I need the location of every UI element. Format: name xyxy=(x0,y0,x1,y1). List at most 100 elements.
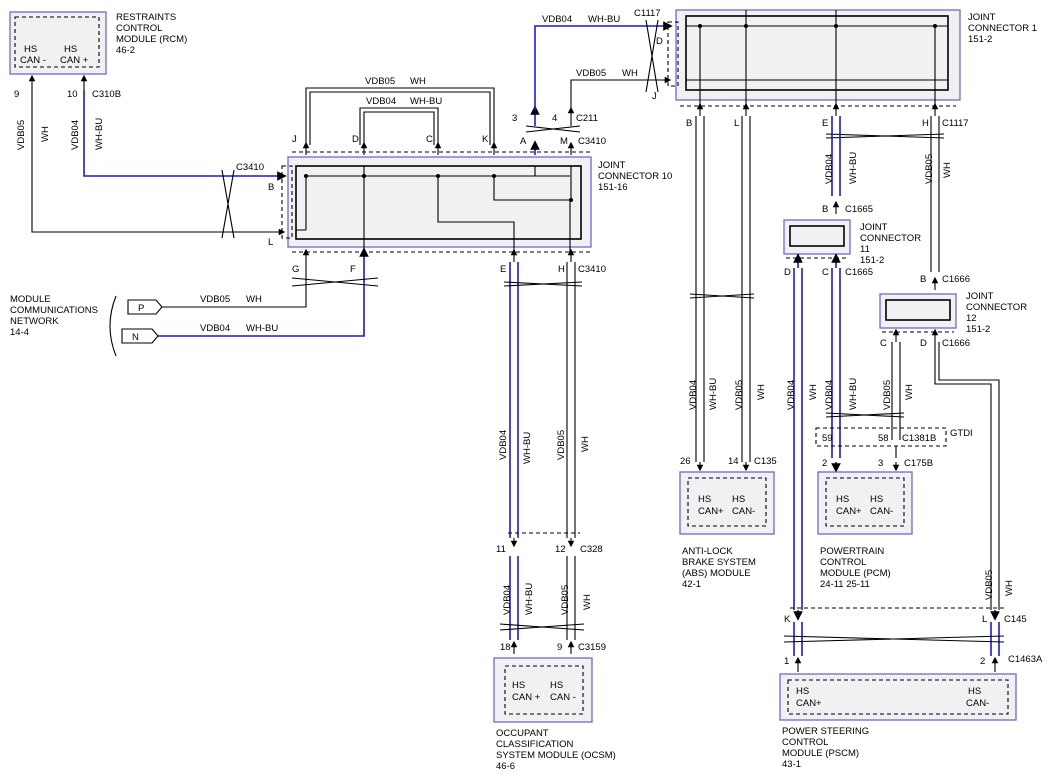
wire-label: VDB05 xyxy=(882,380,893,410)
jc1-title: 151-2 xyxy=(968,34,992,45)
abs-module: HS CAN+ HS CAN- ANTI-LOCK BRAKE SYSTEM (… xyxy=(679,471,775,590)
pin-label: K xyxy=(784,614,791,625)
pin-label: B xyxy=(268,182,274,193)
pin-label: K xyxy=(482,134,489,145)
wire-label: VDB04 xyxy=(824,380,835,410)
jc12-title: CONNECTOR xyxy=(966,302,1027,313)
pin-label: L xyxy=(268,237,273,248)
pin-label: H xyxy=(922,118,929,129)
ocsm-pin-label: CAN + xyxy=(512,692,541,703)
jc12-title: 151-2 xyxy=(966,324,990,335)
wire-label: WH-BU xyxy=(410,96,442,107)
jc11-title: CONNECTOR xyxy=(860,233,921,244)
jc11-title: 151-2 xyxy=(860,255,884,266)
pin-label: 2 xyxy=(980,656,985,667)
mcn-title: MODULE xyxy=(10,294,51,305)
connector-label: C1665 xyxy=(845,204,873,215)
pin-label: 12 xyxy=(555,544,566,555)
wire-label: VDB04 xyxy=(200,323,230,334)
connector-label: C1666 xyxy=(942,274,970,285)
connector-label: C1381B xyxy=(902,433,936,444)
joint-connector-11: JOINT CONNECTOR 11 151-2 xyxy=(783,219,921,266)
rcm-pin-label: CAN - xyxy=(20,55,46,66)
ocsm-pin-label: CAN - xyxy=(550,692,576,703)
wire-label: WH xyxy=(582,594,593,610)
joint-connector-12: JOINT CONNECTOR 12 151-2 xyxy=(879,291,1027,335)
pin-label: L xyxy=(734,118,739,129)
pin-label: D xyxy=(352,134,359,145)
wire-label: WH xyxy=(622,68,638,79)
pcm-title: 24-11 25-11 xyxy=(820,579,870,590)
pin-label: C xyxy=(426,134,433,145)
wire-label: WH xyxy=(246,294,262,305)
pin-label: J xyxy=(292,134,297,145)
rcm-pin-label: HS xyxy=(64,44,77,55)
pscm-pin-label: CAN- xyxy=(966,698,989,709)
pin-label: H xyxy=(558,264,565,275)
pscm-pin-label: HS xyxy=(968,686,981,697)
pin-label: E xyxy=(822,118,828,129)
abs-title: (ABS) MODULE xyxy=(682,568,751,579)
pin-label: B xyxy=(822,204,828,215)
connector-label: C1117 xyxy=(942,118,969,129)
wire-label: VDB05 xyxy=(556,430,567,460)
gtdi-label: GTDI xyxy=(950,428,973,439)
wire-label: WH-BU xyxy=(848,378,859,410)
jc12-title: 12 xyxy=(966,313,977,324)
pin-label: B xyxy=(686,118,692,129)
wire-label: VDB04 xyxy=(786,380,797,410)
pin-label: 14 xyxy=(728,456,739,467)
ocsm-module: HS CAN + HS CAN - OCCUPANT CLASSIFICATIO… xyxy=(493,657,616,772)
pin-label: 4 xyxy=(552,113,557,124)
pin-label: M xyxy=(560,136,568,147)
wire-label: VDB05 xyxy=(200,294,230,305)
pcm-pin-label: CAN- xyxy=(870,506,893,517)
wire-label: VDB05 xyxy=(734,380,745,410)
wire-label: WH xyxy=(808,384,819,400)
jc1-title: JOINT xyxy=(968,12,996,23)
wire-label: VDB05 xyxy=(924,154,935,184)
joint-connector-1: JOINT CONNECTOR 1 151-2 xyxy=(667,9,1037,107)
connector-label: C3410 xyxy=(236,162,264,173)
pcm-title: POWERTRAIN xyxy=(820,546,884,557)
pscm-title: POWER STEERING xyxy=(782,726,869,737)
pin-label: 59 xyxy=(822,433,833,444)
pscm-title: 43-1 xyxy=(782,759,801,770)
wire-label: WH xyxy=(1004,580,1015,596)
pin-label: 2 xyxy=(822,458,827,469)
abs-title: ANTI-LOCK xyxy=(682,546,733,557)
pin-label: A xyxy=(520,136,527,147)
rcm-module: HS CAN - HS CAN + RESTRAINTS CONTROL MOD… xyxy=(9,11,187,75)
pcm-title: MODULE (PCM) xyxy=(820,568,891,579)
abs-title: 42-1 xyxy=(682,579,701,590)
mcn-title: NETWORK xyxy=(10,316,59,327)
abs-pin-label: CAN- xyxy=(732,506,755,517)
pcm-pin-label: HS xyxy=(836,494,849,505)
wire-label: VDB05 xyxy=(365,76,395,87)
rcm-pin-label: HS xyxy=(24,44,37,55)
mcn-p-label: P xyxy=(138,303,144,314)
jc1-title: CONNECTOR 1 xyxy=(968,23,1037,34)
pin-label: D xyxy=(656,36,663,47)
pin-label: 58 xyxy=(878,433,889,444)
wire-label: WH xyxy=(942,162,953,178)
connector-label: C135 xyxy=(754,456,777,467)
ocsm-pin-label: HS xyxy=(512,680,525,691)
abs-pin-label: HS xyxy=(732,494,745,505)
wire-label: VDB05 xyxy=(576,68,606,79)
rcm-title: RESTRAINTS xyxy=(116,12,176,23)
ocsm-title: 46-6 xyxy=(496,761,515,772)
wire-label: VDB04 xyxy=(824,154,835,184)
pcm-pin-label: HS xyxy=(870,494,883,505)
jc10-title: 151-16 xyxy=(598,182,628,193)
pin-label: G xyxy=(292,264,299,275)
wire-label: WH xyxy=(756,384,767,400)
abs-pin-label: CAN+ xyxy=(698,506,724,517)
connector-label: C175B xyxy=(904,458,933,469)
wire-label: WH-BU xyxy=(94,118,105,150)
jc10-title: JOINT xyxy=(598,160,626,171)
rcm-pin-label: CAN + xyxy=(60,55,89,66)
wire-label: VDB04 xyxy=(542,14,572,25)
pscm-module: HS CAN+ HS CAN- POWER STEERING CONTROL M… xyxy=(779,673,1017,770)
pin-label: 9 xyxy=(14,89,19,100)
